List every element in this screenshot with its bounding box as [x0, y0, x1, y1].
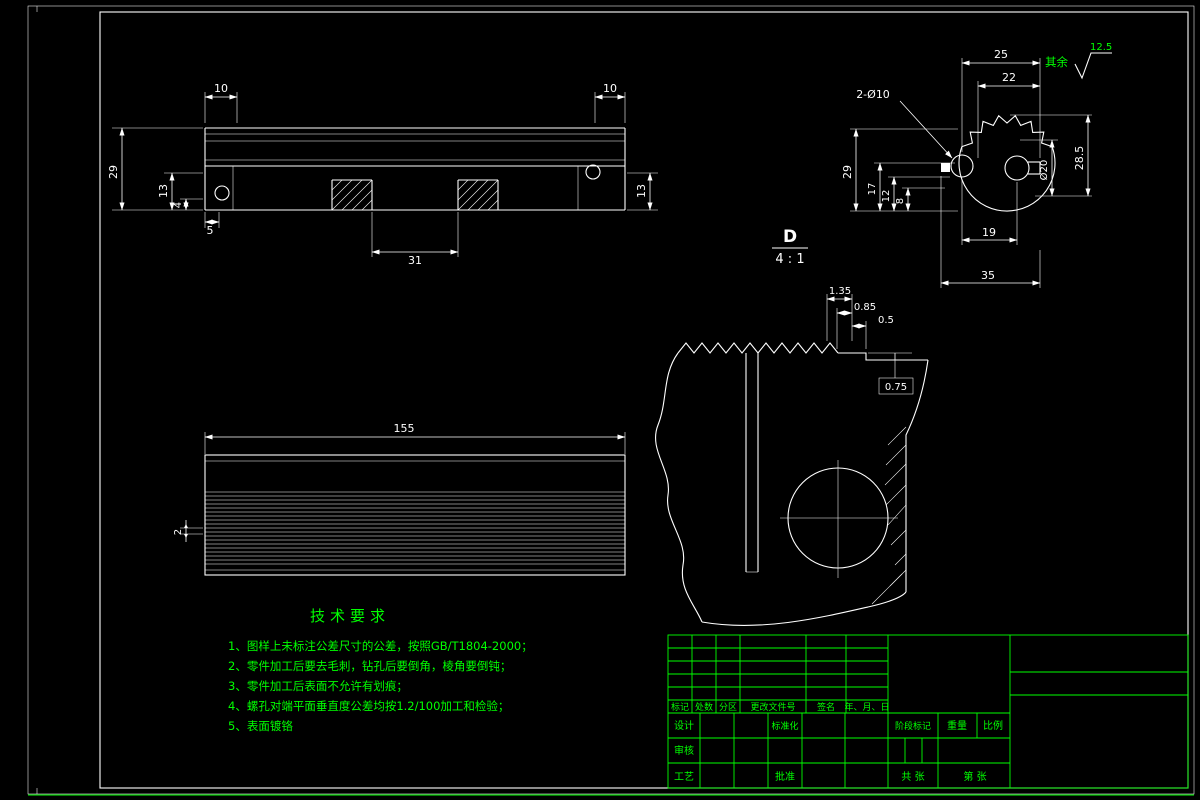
section-hatch: [871, 426, 907, 605]
dim-profile-135: 1.35: [829, 286, 851, 297]
roughness-symbol-icon: [1074, 52, 1112, 80]
dim-detail-w35: 35: [981, 269, 995, 282]
dim-detail-h29: 29: [841, 165, 854, 179]
dim-detail-w25: 25: [994, 48, 1008, 61]
tb-role-approve: 批准: [775, 770, 795, 783]
right-hole: [585, 164, 601, 180]
dim-plan-pitch: 2: [173, 529, 184, 535]
tb-header-doc: 更改文件号: [750, 701, 795, 713]
tech-req-title: 技术要求: [310, 607, 390, 625]
tech-req-item-2: 2、零件加工后要去毛刺，钻孔后要倒角，棱角要倒钝；: [228, 659, 511, 673]
surface-roughness-note: 其余 12.5: [1045, 42, 1112, 80]
dim-side-b31: 31: [408, 254, 422, 267]
dim-side-l13: 13: [157, 184, 170, 198]
drawing-frame: [27, 5, 1195, 796]
title-block: 标记 处数 分区 更改文件号 签名 年、月、日 设计 标准化 审核 工艺 批准 …: [667, 634, 1189, 789]
surface-note-text: 其余: [1045, 55, 1068, 69]
dim-detail-h285: 28.5: [1073, 146, 1086, 171]
dim-profile-075: 0.75: [885, 382, 907, 393]
tech-req-item-4: 4、螺孔对端平面垂直度公差均按1.2/100加工和检验；: [228, 699, 509, 713]
tech-req-item-5: 5、表面镀铬: [228, 719, 293, 733]
dim-side-l5: 5: [207, 224, 214, 237]
key-square: [941, 163, 950, 172]
tb-header-count: 处数: [695, 701, 713, 713]
profile-detail-view: 1.35 0.85 0.5 0.75: [826, 286, 914, 395]
side-hole: [950, 154, 974, 178]
leader-line: [899, 100, 953, 159]
tb-info-stage: 阶段标记: [895, 720, 931, 732]
left-hole: [214, 185, 230, 201]
plan-view: 155 2: [173, 422, 626, 576]
dim-detail-h12: 12: [881, 190, 892, 203]
tb-header-mark: 标记: [671, 701, 689, 713]
dim-detail-w22: 22: [1002, 71, 1016, 84]
detail-label: D: [783, 227, 797, 247]
dim-detail-holes: 2-Ø10: [856, 88, 890, 101]
dim-side-r13: 13: [635, 184, 648, 198]
detail-scale: 4 : 1: [775, 252, 804, 267]
break-line: [655, 352, 703, 623]
roughness-value: 12.5: [1090, 42, 1112, 53]
knurl-teeth: [961, 114, 1053, 148]
tb-role-process: 工艺: [674, 771, 694, 783]
tb-header-sign: 签名: [817, 701, 835, 713]
tb-header-date: 年、月、日: [844, 701, 889, 713]
dim-side-h29: 29: [107, 165, 120, 179]
tb-role-design: 设计: [674, 719, 694, 732]
serrated-edge: [677, 342, 839, 354]
tb-info-sheet-no: 第 张: [963, 770, 986, 783]
tech-requirements: 技术要求 1、图样上未标注公差尺寸的公差，按照GB/T1804-2000； 2、…: [228, 607, 533, 733]
dim-plan-155: 155: [394, 422, 415, 435]
tb-info-scale: 比例: [983, 719, 1003, 732]
tech-req-item-3: 3、零件加工后表面不允许有划痕；: [228, 679, 408, 693]
dim-detail-w19: 19: [982, 226, 996, 239]
tb-role-standard: 标准化: [771, 720, 798, 732]
tb-info-weight: 重量: [947, 719, 967, 732]
tb-header-zone: 分区: [719, 702, 737, 713]
tb-role-check: 审核: [674, 744, 694, 757]
detail-d-view: 2-Ø10 25 22 29 17 12 8 28.5 Ø20 19: [772, 48, 1092, 288]
dim-side-right10: 10: [603, 82, 617, 95]
section-tab-left: [331, 179, 373, 211]
dim-profile-085: 0.85: [854, 302, 876, 313]
dim-detail-h8: 8: [895, 198, 906, 204]
dim-detail-h17: 17: [867, 183, 878, 196]
section-tab-right: [457, 179, 499, 211]
tech-req-item-1: 1、图样上未标注公差尺寸的公差，按照GB/T1804-2000；: [228, 639, 533, 653]
dim-side-l4: 4: [173, 202, 184, 208]
side-view: 10 10 29 13 4 5 31 13: [107, 82, 658, 267]
tb-info-sheets: 共 张: [901, 771, 924, 783]
dim-detail-d20: Ø20: [1038, 160, 1050, 181]
center-bore: [1004, 155, 1030, 181]
section-view: [655, 342, 929, 626]
dim-profile-05: 0.5: [878, 315, 894, 326]
knurl-lines: [205, 491, 625, 565]
dim-side-left10: 10: [214, 82, 228, 95]
